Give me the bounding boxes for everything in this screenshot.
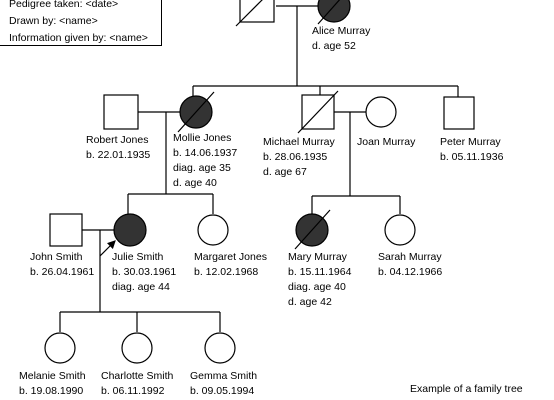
person-name: Alice Murray (312, 25, 371, 37)
person-detail: d. age 40 (173, 177, 217, 189)
label-alice-murray: Alice Murray d. age 52 (312, 24, 370, 54)
person-name: Melanie Smith (19, 370, 86, 382)
male-symbol-robert (103, 94, 139, 130)
label-gemma-smith: Gemma Smith b. 09.05.1994 (190, 369, 257, 399)
female-symbol-joan (365, 96, 397, 128)
person-name: Margaret Jones (194, 251, 267, 263)
drawn-by-text: Drawn by: <name> (9, 15, 98, 27)
person-detail: b. 12.02.1968 (194, 266, 259, 278)
person-detail: b. 28.06.1935 (263, 151, 328, 163)
person-detail: b. 06.11.1992 (101, 385, 165, 397)
person-detail: b. 15.11.1964 (288, 266, 352, 278)
person-name: John Smith (30, 251, 83, 263)
person-detail: b. 22.01.1935 (86, 149, 151, 161)
person-name: Joan Murray (357, 136, 416, 148)
person-detail: b. 09.05.1994 (190, 385, 255, 397)
figure-caption: Example of a family tree (410, 383, 523, 395)
person-name: Peter Murray (440, 136, 501, 148)
person-name: Gemma Smith (190, 370, 258, 382)
deceased-slash-alice (317, 0, 341, 25)
person-detail: diag. age 44 (112, 281, 170, 293)
label-peter-murray: Peter Murray b. 05.11.1936 (440, 135, 503, 165)
female-symbol-melanie (44, 332, 76, 364)
female-symbol-julie-affected (113, 213, 147, 247)
person-detail: diag. age 35 (173, 162, 231, 174)
proband-arrow-icon (99, 240, 116, 257)
female-symbol-gemma (204, 332, 236, 364)
label-mollie-jones: Mollie Jones b. 14.06.1937 diag. age 35 … (173, 131, 237, 191)
label-melanie-smith: Melanie Smith b. 19.08.1990 (19, 369, 86, 399)
deceased-slash-grandfather (235, 0, 263, 27)
female-symbol-charlotte (121, 332, 153, 364)
label-sarah-murray: Sarah Murray b. 04.12.1966 (378, 250, 442, 280)
person-name: Sarah Murray (378, 251, 442, 263)
person-detail: b. 04.12.1966 (378, 266, 443, 278)
person-detail: b. 26.04.1961 (30, 266, 95, 278)
deceased-slash-michael (297, 90, 339, 134)
label-charlotte-smith: Charlotte Smith b. 06.11.1992 (101, 369, 173, 399)
deceased-slash-mary (294, 209, 331, 250)
label-robert-jones: Robert Jones b. 22.01.1935 (86, 133, 150, 163)
person-detail: b. 05.11.1936 (440, 151, 504, 163)
label-julie-smith: Julie Smith b. 30.03.1961 diag. age 44 (112, 250, 176, 295)
pedigree-taken-text: Pedigree taken: <date> (9, 0, 119, 10)
person-detail: diag. age 40 (288, 281, 346, 293)
person-name: Robert Jones (86, 134, 149, 146)
female-symbol-margaret (197, 214, 229, 246)
pedigree-info-box: Pedigree taken: <date> Drawn by: <name> … (0, 0, 162, 46)
label-john-smith: John Smith b. 26.04.1961 (30, 250, 94, 280)
label-michael-murray: Michael Murray b. 28.06.1935 d. age 67 (263, 135, 335, 180)
deceased-slash-mollie (177, 91, 215, 133)
person-name: Julie Smith (112, 251, 164, 263)
person-detail: d. age 42 (288, 296, 332, 308)
person-detail: d. age 67 (263, 166, 307, 178)
label-margaret-jones: Margaret Jones b. 12.02.1968 (194, 250, 267, 280)
person-name: Charlotte Smith (101, 370, 174, 382)
person-name: Michael Murray (263, 136, 335, 148)
person-detail: b. 14.06.1937 (173, 147, 238, 159)
person-detail: b. 30.03.1961 (112, 266, 177, 278)
male-symbol-peter (443, 96, 475, 130)
male-symbol-john (49, 213, 83, 247)
person-name: Mary Murray (288, 251, 347, 263)
label-joan-murray: Joan Murray (357, 135, 415, 150)
person-detail: d. age 52 (312, 40, 356, 52)
female-symbol-alice-affected (317, 0, 351, 23)
information-given-by-text: Information given by: <name> (9, 32, 148, 44)
person-name: Mollie Jones (173, 132, 232, 144)
label-mary-murray: Mary Murray b. 15.11.1964 diag. age 40 d… (288, 250, 351, 310)
female-symbol-sarah (384, 214, 416, 246)
person-detail: b. 19.08.1990 (19, 385, 84, 397)
male-symbol-grandfather (239, 0, 275, 23)
